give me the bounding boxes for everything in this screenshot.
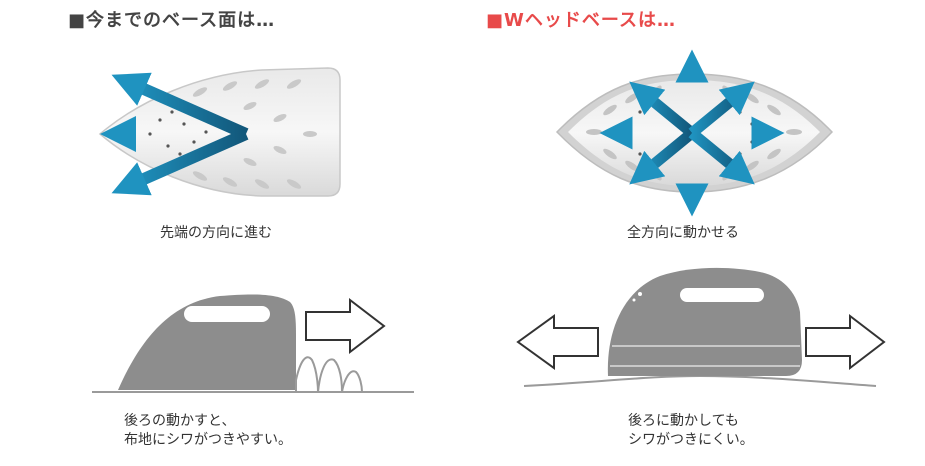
w-head-base-heading: ■Wヘッドベースは… [486,10,676,31]
w-head-note-line2: シワがつきにくい。 [628,432,754,448]
w-head-note: 後ろに動かしても シワがつきにくい。 [628,412,754,450]
conventional-note: 後ろの動かすと、 布地にシワがつきやすい。 [124,412,292,450]
right-outline-arrow [305,297,386,355]
w-head-iron-illustration [523,267,877,387]
conventional-base-heading: ■今までのベース面は… [68,10,276,31]
conventional-note-line2: 布地にシワがつきやすい。 [124,432,292,448]
right-outline-arrow-2 [805,313,886,371]
w-head-note-line1: 後ろに動かしても [628,413,739,429]
conventional-caption: 先端の方向に進む [160,225,272,241]
right-direction-arrows [599,49,785,217]
conventional-iron-illustration [92,294,414,393]
left-direction-arrows [100,72,249,196]
left-outline-arrow [516,314,599,370]
conventional-note-line1: 後ろの動かすと、 [124,413,236,429]
w-head-caption: 全方向に動かせる [627,225,739,241]
